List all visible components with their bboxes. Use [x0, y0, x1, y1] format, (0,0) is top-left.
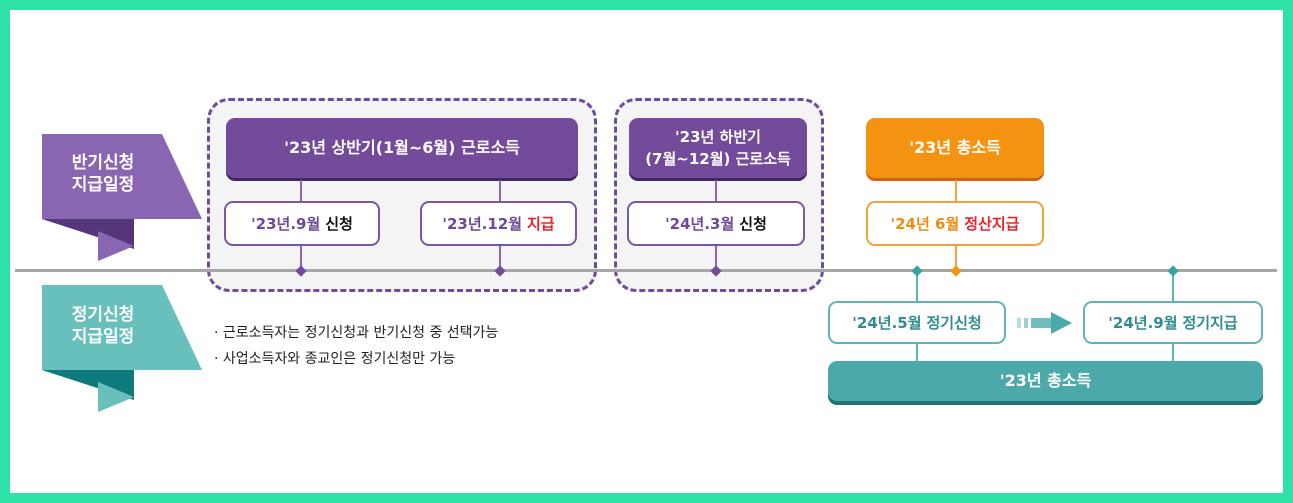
milestone-diamond: [1167, 265, 1179, 277]
diagram-canvas: 반기신청 지급일정 정기신청 지급일정 '23년 상반기(1월~6월) 근로소득…: [10, 10, 1283, 493]
note-item: · 사업소득자와 종교인은 정기신청만 가능: [214, 351, 456, 367]
first-half-income-box: '23년 상반기(1월~6월) 근로소득: [226, 118, 578, 178]
arrow-right-icon: [1017, 312, 1072, 334]
regular-total-income-bar: '23년 총소득: [828, 361, 1263, 401]
notes: · 근로소득자는 정기신청과 반기신청 중 선택가능 · 사업소득자와 종교인은…: [214, 320, 498, 372]
second-half-income-box: '23년 하반기 (7월~12월) 근로소득: [629, 118, 807, 178]
half-year-ribbon: [42, 134, 202, 261]
regular-ribbon: [42, 285, 202, 412]
note-item: · 근로소득자는 정기신청과 반기신청 중 선택가능: [214, 325, 499, 341]
milestone-diamond: [950, 265, 962, 277]
timeline-axis: [15, 269, 1277, 272]
regular-row-label: 정기신청 지급일정: [71, 305, 135, 347]
half-year-row-label: 반기신청 지급일정: [71, 153, 135, 195]
total-income-box: '23년 총소득: [866, 118, 1044, 178]
milestone-diamond: [911, 265, 923, 277]
